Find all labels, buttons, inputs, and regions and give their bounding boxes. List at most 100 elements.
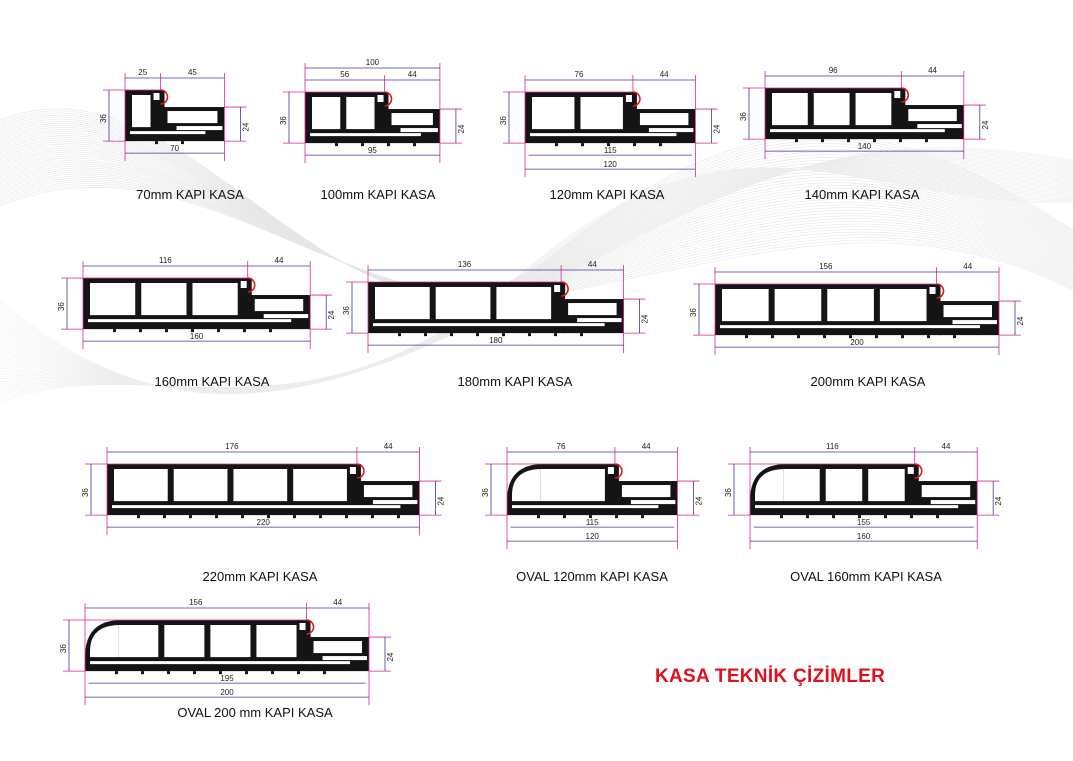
oval-chamber <box>755 469 786 502</box>
profile-chamber <box>855 93 892 126</box>
profile-chamber <box>496 287 552 320</box>
profile-tooth <box>137 515 140 519</box>
dimension-label-height: 36 <box>279 116 288 125</box>
profile-tooth <box>537 515 540 519</box>
profile-tooth <box>901 335 904 339</box>
tongue-slot <box>917 124 962 129</box>
bottom-slot <box>130 131 206 135</box>
profile-tooth <box>245 671 248 675</box>
profile-tooth <box>167 671 170 675</box>
profile-chamber <box>118 625 159 658</box>
profile-tooth <box>925 139 928 143</box>
profile-tooth <box>297 671 300 675</box>
dimension-label-bottom: 200 <box>220 688 234 697</box>
dimension-label-bottom: 160 <box>190 332 204 341</box>
profile-tooth <box>563 515 566 519</box>
tongue-slot <box>930 500 976 505</box>
bottom-slot <box>90 661 350 665</box>
profile-chamber <box>293 469 347 502</box>
dimension-label-top-left: 25 <box>138 68 147 77</box>
profile-tooth <box>502 333 505 337</box>
lock-notch <box>929 287 936 294</box>
dimension-label-top-right: 44 <box>275 256 284 265</box>
profile-tooth <box>115 671 118 675</box>
profile-tooth <box>780 515 783 519</box>
caption-70mm: 70mm KAPI KASA <box>136 187 244 202</box>
profile-tooth <box>163 515 166 519</box>
bottom-slot <box>373 323 605 327</box>
caption-200mm: 200mm KAPI KASA <box>810 374 926 389</box>
profile-tooth <box>189 515 192 519</box>
oval-chamber <box>90 625 121 658</box>
dimension-label-bottom: 155 <box>857 518 871 527</box>
dimension-label-top-right: 44 <box>660 70 669 79</box>
dimension-label-side: 24 <box>694 496 703 505</box>
profile-tooth <box>821 139 824 143</box>
tongue-slot <box>577 318 622 323</box>
profile-chamber <box>256 625 297 658</box>
profile-tooth <box>319 515 322 519</box>
dimension-label-top-left: 96 <box>829 66 838 75</box>
gasket-seal <box>356 463 365 479</box>
dimension-label-side: 24 <box>241 122 250 131</box>
dimension-label-top-left: 156 <box>189 598 203 607</box>
dimension-label-height: 36 <box>499 116 508 125</box>
profile-chamber <box>233 469 288 502</box>
profile-tooth <box>797 335 800 339</box>
profile-tooth <box>528 333 531 337</box>
dimension-label-top-right: 44 <box>408 70 417 79</box>
dimension-label-top-left: 116 <box>826 442 839 451</box>
profile-tooth <box>450 333 453 337</box>
profile-tooth <box>823 335 826 339</box>
lock-notch <box>894 91 901 98</box>
profile-tooth <box>345 515 348 519</box>
dimension-label-bottom: 180 <box>489 336 503 345</box>
dimension-label-side: 24 <box>641 314 650 323</box>
dimension-label-height: 36 <box>481 488 490 497</box>
profile-tooth <box>323 671 326 675</box>
profile-chamber <box>346 97 375 130</box>
gasket-seal <box>561 281 569 297</box>
caption-220mm: 220mm KAPI KASA <box>202 569 318 584</box>
profile-tooth <box>271 671 274 675</box>
profile-tooth <box>847 139 850 143</box>
profile-tooth <box>217 329 220 333</box>
profile-tooth <box>555 143 558 147</box>
lock-notch <box>299 623 306 630</box>
dimension-label-side: 24 <box>327 310 336 319</box>
profile-chamber <box>210 625 251 658</box>
dimension-label-top-right: 44 <box>928 66 937 75</box>
tongue-slot <box>952 320 997 325</box>
profile-tooth <box>267 515 270 519</box>
dimension-label-side: 24 <box>994 496 1003 505</box>
tongue-slot <box>648 128 694 133</box>
profile-tooth <box>141 671 144 675</box>
tongue-slot <box>372 500 418 505</box>
profile-chamber <box>312 97 341 130</box>
profile-tooth <box>293 515 296 519</box>
profile-tooth <box>181 141 184 145</box>
profile-tooth <box>875 335 878 339</box>
profile-tooth <box>806 515 809 519</box>
tongue-chamber <box>313 641 362 654</box>
gasket-seal <box>247 277 256 293</box>
dimension-label-height: 36 <box>81 488 90 497</box>
profile-tooth <box>269 329 272 333</box>
caption-100mm: 100mm KAPI KASA <box>320 187 436 202</box>
wave-line <box>0 167 1073 404</box>
gasket-seal <box>306 619 315 635</box>
profile-chamber <box>813 93 850 126</box>
profile-tooth <box>927 335 930 339</box>
tongue-slot <box>630 500 676 505</box>
tongue-chamber <box>639 113 689 126</box>
